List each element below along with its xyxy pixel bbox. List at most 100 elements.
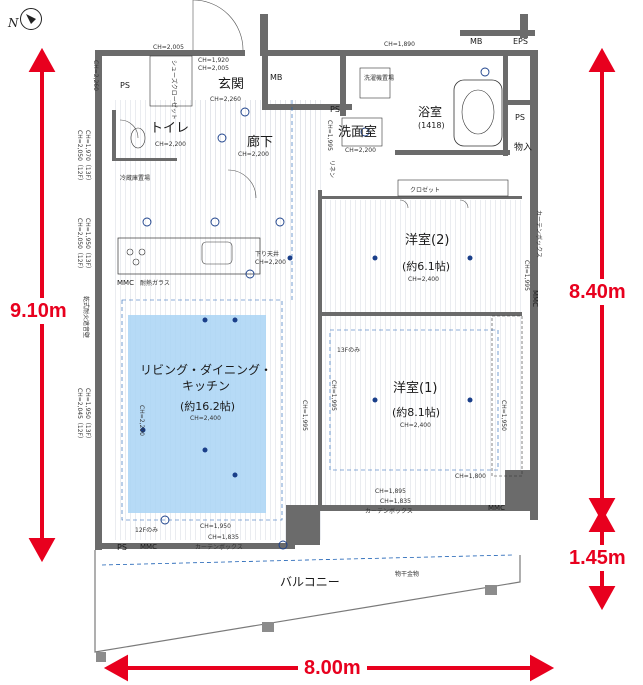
ch-label: CH=2,260 — [210, 96, 241, 103]
tag-ps-4: PS — [117, 543, 127, 552]
north-arrow-icon — [20, 8, 42, 30]
label-ldk-line1: リビング・ダイニング・ — [140, 362, 272, 377]
ch-label: CH=1,895 — [375, 488, 406, 495]
tag-curtain-box-2: カーテンボックス — [365, 507, 413, 515]
ch-label: CH=2,050（12F） — [76, 130, 83, 184]
label-bathroom: 浴室 — [418, 104, 442, 119]
ch-label: CH=1,950 — [500, 400, 507, 431]
stove-burner — [126, 248, 134, 256]
label-ldk-size: (約16.2帖) — [180, 399, 235, 413]
label-hallway: 廊下 — [247, 134, 273, 150]
washer-space — [359, 67, 391, 99]
tag-curtain-box-1: カーテンボックス — [195, 543, 243, 551]
washbasin — [341, 117, 383, 147]
balcony-railing-line — [101, 554, 513, 566]
ch-label: CH=2,200 — [138, 405, 145, 436]
dimension-room-depth: 8.40m — [563, 279, 632, 305]
label-clothes-hanger: 物干金物 — [395, 570, 419, 578]
ch-label: CH=1,970（13F） — [84, 130, 91, 184]
kitchen-sink — [201, 241, 233, 265]
tag-mmc-3: MMC — [488, 504, 505, 512]
ch-label: CH=2,200 — [238, 151, 269, 158]
label-washroom: 洗面室 — [338, 124, 377, 140]
flooring-hallway — [200, 100, 320, 200]
stove-burner — [132, 258, 140, 266]
label-washer: 洗濯機置場 — [364, 74, 394, 82]
tag-floor12: 12Fのみ — [135, 527, 158, 534]
label-closet: クロゼット — [410, 186, 440, 194]
ch-label: CH=1,800 — [455, 473, 486, 480]
ch-label: CH=2,050（12F） — [76, 218, 83, 272]
ch-label: CH=1,920 — [198, 57, 229, 64]
label-entrance: 玄関 — [218, 77, 244, 92]
downlights — [142, 67, 490, 550]
shoe-closet — [149, 55, 193, 107]
stove-burner — [138, 248, 146, 256]
bathtub — [453, 79, 503, 147]
ch-label: CH=2,005 — [153, 44, 184, 51]
label-linen: リネン — [328, 160, 335, 178]
tag-curtain-box-3: カーテンボックス — [535, 210, 543, 258]
dimension-width: 8.00m — [298, 655, 367, 681]
label-storage: 物入 — [514, 141, 532, 153]
label-western2-ch: CH=2,400 — [408, 276, 439, 283]
ch-label: CH=1,995 — [326, 120, 333, 151]
tag-mmc-4: MMC — [531, 290, 539, 307]
tag-lowered-ceiling-1: 下り天井 — [255, 250, 279, 258]
compass-label: N — [8, 16, 19, 30]
compass: N — [6, 6, 42, 36]
ceiling-lines — [121, 100, 499, 521]
label-ldk-line2: キッチン — [182, 379, 230, 393]
closet-western2 — [397, 179, 509, 197]
tag-mmc-2: MMC — [140, 543, 157, 551]
label-western1: 洋室(1) — [393, 380, 437, 396]
dimension-balcony-depth: 1.45m — [563, 545, 632, 571]
label-western1-ch: CH=2,400 — [400, 422, 431, 429]
label-western2: 洋室(2) — [405, 232, 449, 248]
balcony-outline — [94, 550, 521, 653]
ch-label: CH=2,005 — [198, 65, 229, 72]
label-western2-size: (約6.1帖) — [402, 259, 450, 273]
tag-mb-2: MB — [470, 37, 482, 46]
ceiling-lights — [140, 255, 473, 478]
tag-fire-glass: 耐熱ガラス — [140, 279, 170, 287]
bathtub-basin — [461, 89, 495, 135]
tag-ps-2: PS — [330, 105, 340, 114]
ch-label: CH=2,045（12F） — [76, 388, 83, 442]
ch-label: CH=1,950（13F） — [84, 388, 91, 442]
tag-mmc-1: MMC — [117, 279, 134, 287]
label-bathroom-size: (1418) — [418, 121, 445, 130]
ldk-highlight — [128, 315, 266, 513]
tag-ps-3: PS — [515, 113, 525, 122]
label-western1-size: (約8.1帖) — [392, 405, 440, 419]
walls — [95, 14, 538, 550]
door-swings — [119, 0, 469, 209]
ch-label: CH=1,950（13F） — [84, 218, 91, 272]
label-fridge: 冷蔵庫置場 — [120, 174, 150, 182]
label-balcony: バルコニー — [280, 575, 340, 589]
ch-label: CH=1,995 — [301, 400, 308, 431]
closet-western1 — [491, 315, 523, 477]
ch-label: CH=2,200 — [255, 259, 286, 266]
tag-mb-1: MB — [270, 73, 282, 82]
label-ldk-ch: CH=2,400 — [190, 415, 221, 422]
balcony-posts — [96, 585, 497, 662]
ch-label: CH=1,835 — [208, 534, 239, 541]
ch-label: CH=1,950 — [200, 523, 231, 530]
ch-label: CH=1,995 — [330, 380, 337, 411]
tag-ps-1: PS — [120, 81, 130, 90]
kitchen-counter — [117, 237, 261, 275]
label-toilet: トイレ — [150, 121, 189, 136]
tag-fireproof-wall: 乾式耐火遮音壁 — [82, 296, 90, 338]
tag-floor13: 13Fのみ — [337, 347, 360, 354]
ch-label: CH=2,200 — [345, 147, 376, 154]
toilet-bowl — [130, 127, 146, 149]
dimension-total-depth: 9.10m — [4, 298, 73, 324]
ch-label: CH=1,890 — [384, 41, 415, 48]
flooring-western — [322, 200, 522, 510]
ch-label: CH=2,260 — [92, 60, 99, 91]
ch-label: CH=2,200 — [155, 141, 186, 148]
ch-label: CH=1,835 — [380, 498, 411, 505]
tag-eps: EPS — [513, 37, 528, 46]
